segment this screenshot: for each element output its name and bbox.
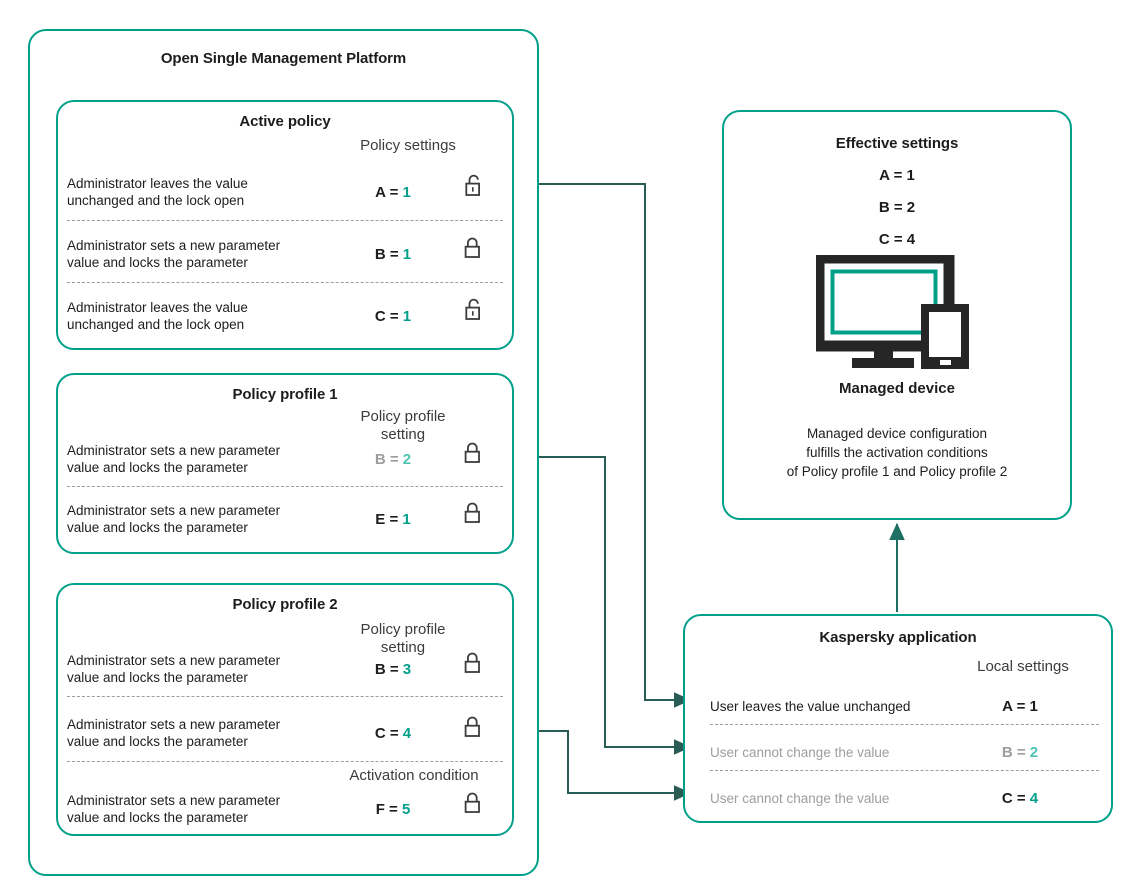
policy-profile-1-row: Administrator sets a new parameter value… — [58, 493, 512, 545]
row-value: A = 1 — [975, 698, 1065, 715]
row-description: User cannot change the value — [710, 744, 890, 760]
row-description: Administrator sets a new parameter value… — [67, 717, 281, 749]
row-value-number: 1 — [402, 510, 411, 528]
lock-open-icon — [462, 296, 486, 324]
row-key-label: C = — [1001, 789, 1026, 807]
row-key-label: A = — [375, 183, 399, 201]
row-value: F = 5 — [348, 801, 438, 818]
row-value-number: 4 — [1029, 789, 1039, 807]
row-value-number: 1 — [1029, 697, 1038, 715]
activation-condition-header: Activation condition — [349, 767, 479, 784]
kaspersky-row: User leaves the value unchanged A = 1 — [685, 688, 1111, 724]
effective-key-b: B = — [878, 199, 903, 216]
effective-number-c: 4 — [906, 231, 916, 248]
policy-profile-1-title: Policy profile 1 — [232, 386, 338, 403]
row-key-label: B = — [1001, 743, 1026, 761]
row-key-label: C = — [374, 724, 399, 742]
row-description: Administrator sets a new parameter value… — [67, 503, 281, 535]
policy-profile-2-row: Administrator sets a new parameter value… — [58, 783, 512, 835]
active-policy-row: Administrator leaves the value unchanged… — [58, 165, 512, 219]
lock-closed-icon — [462, 789, 486, 817]
row-divider — [67, 761, 503, 762]
row-value-number: 2 — [1029, 743, 1039, 761]
row-divider — [67, 486, 503, 487]
kaspersky-column-header: Local settings — [977, 658, 1069, 675]
policy-profile-2-card: Policy profile 2 Policy profile setting … — [56, 583, 514, 836]
lock-closed-icon — [462, 499, 486, 527]
row-value: C = 4 — [348, 725, 438, 742]
row-value: A = 1 — [348, 184, 438, 201]
policy-profile-2-row: Administrator sets a new parameter value… — [58, 707, 512, 759]
effective-value-c: C = 4 — [724, 231, 1070, 248]
row-value-number: 2 — [402, 450, 412, 468]
row-divider — [67, 220, 503, 221]
row-key-label: B = — [374, 245, 399, 263]
effective-settings-card: Effective settings A = 1 B = 2 C = 4 — [722, 110, 1072, 520]
row-divider — [710, 770, 1099, 771]
kaspersky-row: User cannot change the value C = 4 — [685, 780, 1111, 816]
row-value-number: 1 — [402, 245, 412, 263]
lock-closed-icon — [462, 713, 486, 741]
policy-profile-1-card: Policy profile 1 Policy profile setting … — [56, 373, 514, 554]
effective-value-a: A = 1 — [724, 167, 1070, 184]
row-key-label: F = — [375, 800, 398, 818]
row-description: User leaves the value unchanged — [710, 698, 911, 714]
row-value-number: 4 — [402, 724, 412, 742]
managed-device-icon — [813, 252, 982, 376]
lock-closed-icon — [462, 649, 486, 677]
effective-number-a: 1 — [906, 167, 915, 184]
kaspersky-title: Kaspersky application — [819, 629, 977, 646]
row-description: Administrator leaves the value unchanged… — [67, 300, 248, 332]
row-key-label: C = — [374, 307, 399, 325]
row-key-label: E = — [375, 510, 399, 528]
policy-profile-2-title: Policy profile 2 — [232, 596, 338, 613]
lock-closed-icon — [462, 234, 486, 262]
kaspersky-application-card: Kaspersky application Local settings Use… — [683, 614, 1113, 823]
row-value-number: 1 — [402, 307, 412, 325]
row-divider — [67, 696, 503, 697]
active-policy-row: Administrator leaves the value unchanged… — [58, 289, 512, 343]
active-policy-card: Active policy Policy settings Administra… — [56, 100, 514, 350]
row-description: Administrator leaves the value unchanged… — [67, 176, 248, 208]
row-value-number: 5 — [401, 800, 411, 818]
row-description: Administrator sets a new parameter value… — [67, 238, 281, 270]
managed-device-caption: Managed device — [839, 380, 955, 397]
active-policy-column-header: Policy settings — [360, 137, 456, 154]
row-value: B = 2 — [975, 744, 1065, 761]
lock-open-icon — [462, 172, 486, 200]
kaspersky-row: User cannot change the value B = 2 — [685, 734, 1111, 770]
effective-number-b: 2 — [906, 199, 916, 216]
lock-closed-icon — [462, 439, 486, 467]
row-divider — [710, 724, 1099, 725]
platform-title: Open Single Management Platform — [160, 50, 407, 67]
effective-settings-note: Managed device configuration fulfills th… — [786, 426, 1008, 479]
row-value: C = 4 — [975, 790, 1065, 807]
row-key-label: B = — [374, 660, 399, 678]
policy-profile-1-column-header: Policy profile setting — [360, 408, 446, 443]
row-value: C = 1 — [348, 308, 438, 325]
effective-key-c: C = — [878, 231, 903, 248]
policy-profile-2-row: Administrator sets a new parameter value… — [58, 643, 512, 695]
policy-profile-2-column-header: Policy profile setting — [360, 621, 446, 656]
row-description: Administrator sets a new parameter value… — [67, 793, 281, 825]
active-policy-title: Active policy — [239, 113, 331, 130]
row-value: B = 1 — [348, 246, 438, 263]
row-value: E = 1 — [348, 511, 438, 528]
row-value-number: 3 — [402, 660, 412, 678]
active-policy-row: Administrator sets a new parameter value… — [58, 227, 512, 281]
row-key-label: A = — [1002, 697, 1026, 715]
effective-settings-title: Effective settings — [835, 135, 959, 152]
row-value-number: 1 — [402, 183, 411, 201]
row-divider — [67, 282, 503, 283]
row-description: Administrator sets a new parameter value… — [67, 653, 281, 685]
effective-value-b: B = 2 — [724, 199, 1070, 216]
policy-profile-1-row: Administrator sets a new parameter value… — [58, 433, 512, 485]
row-description: User cannot change the value — [710, 790, 890, 806]
effective-key-a: A = — [879, 167, 903, 184]
row-key-label: B = — [374, 450, 399, 468]
row-description: Administrator sets a new parameter value… — [67, 443, 281, 475]
row-value: B = 2 — [348, 451, 438, 468]
row-value: B = 3 — [348, 661, 438, 678]
